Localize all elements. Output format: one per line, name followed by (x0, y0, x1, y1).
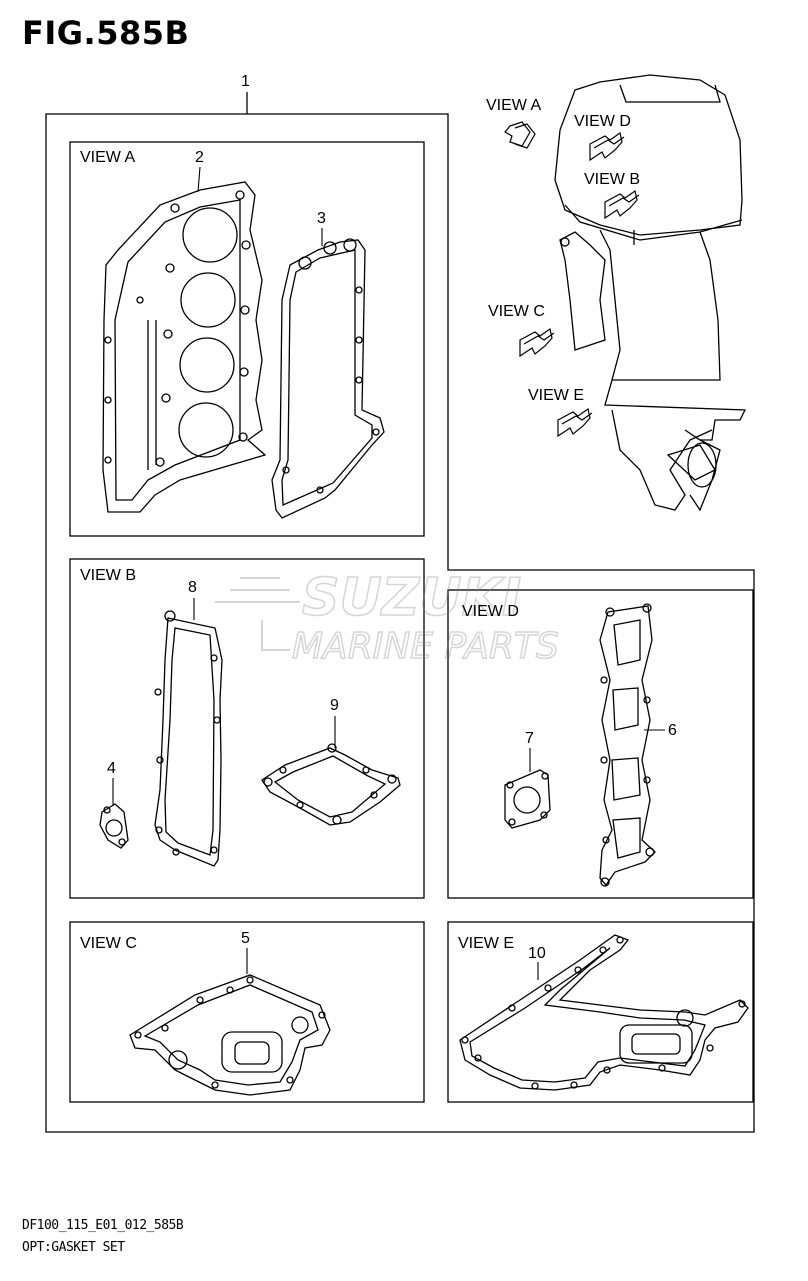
view-arrow-c (519, 327, 555, 358)
gasket-8 (154, 610, 223, 867)
box-label-view-a: VIEW A (80, 149, 135, 166)
view-arrow-d (589, 131, 625, 162)
engine-label-view-c: VIEW C (488, 303, 545, 320)
box-view-a (69, 141, 425, 537)
head-gasket-2 (102, 181, 267, 513)
callout-5: 5 (241, 930, 250, 947)
leader-2 (197, 166, 201, 193)
box-view-d (447, 589, 754, 899)
manifold-gasket-6 (599, 603, 656, 887)
box-label-view-d: VIEW D (462, 603, 519, 620)
callout-6: 6 (668, 722, 677, 739)
gasket-9 (261, 743, 401, 826)
callout-4: 4 (107, 760, 116, 777)
view-arrow-a (504, 121, 536, 149)
box-label-view-c: VIEW C (80, 935, 137, 952)
box-view-e (447, 921, 754, 1103)
figure-caption: OPT:GASKET SET (22, 1240, 125, 1255)
box-label-view-b: VIEW B (80, 567, 136, 584)
box-label-view-e: VIEW E (458, 935, 514, 952)
gasket-5 (129, 974, 331, 1096)
drawing-code: DF100_115_E01_012_585B (22, 1218, 184, 1233)
watermark: SUZUKI MARINE PARTS (215, 567, 560, 668)
outboard-engine-illustration (554, 74, 747, 512)
engine-label-view-d: VIEW D (574, 113, 631, 130)
view-arrow-e (557, 407, 593, 438)
callout-9: 9 (330, 697, 339, 714)
set-outline (45, 113, 755, 1133)
cover-gasket-3 (271, 238, 385, 519)
box-view-b (69, 558, 425, 899)
callout-3: 3 (317, 210, 326, 227)
engine-label-view-a: VIEW A (486, 97, 541, 114)
box-view-c (69, 921, 425, 1103)
engine-label-view-e: VIEW E (528, 387, 584, 404)
view-arrow-b (604, 189, 640, 220)
gasket-10 (459, 934, 749, 1091)
gasket-7 (504, 769, 551, 829)
engine-label-view-b: VIEW B (584, 171, 640, 188)
figure-title: FIG.585B (22, 14, 190, 52)
watermark-line2: MARINE PARTS (292, 626, 559, 667)
callout-8: 8 (188, 579, 197, 596)
callout-7: 7 (525, 730, 534, 747)
callout-1: 1 (241, 73, 250, 90)
callout-10: 10 (528, 945, 546, 962)
gasket-4 (99, 803, 129, 849)
callout-2: 2 (195, 149, 204, 166)
watermark-line1: SUZUKI (302, 568, 521, 628)
